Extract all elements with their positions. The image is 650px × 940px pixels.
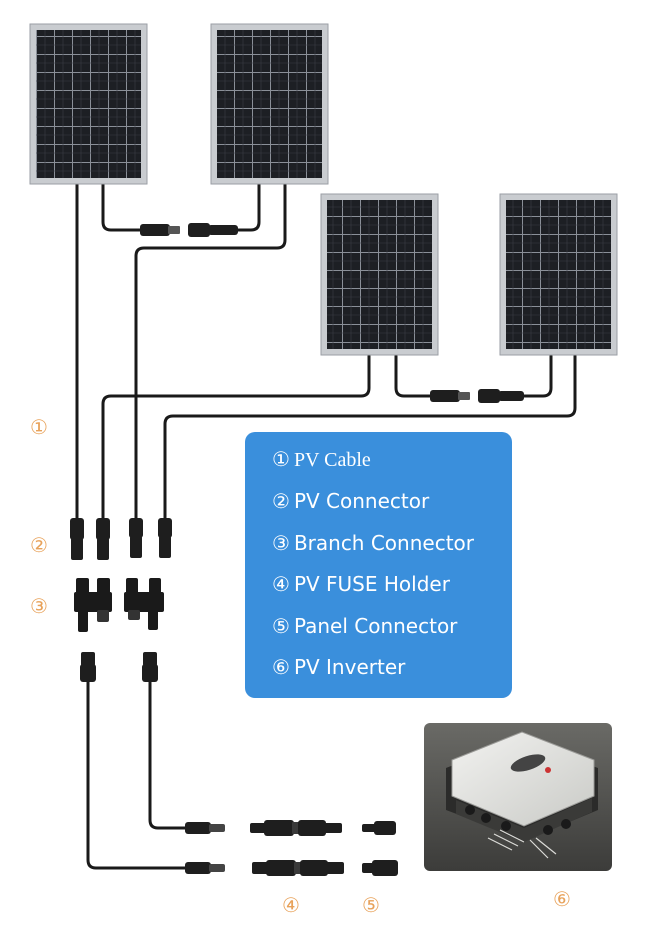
legend-number: ① [272,449,290,471]
pv-cable [86,678,187,870]
callout-fuse-holder: ④ [282,893,300,917]
panel-connector-icon [362,860,398,876]
legend-label: PV Cable [293,449,371,471]
mc4-connector-icon [96,518,110,560]
legend-label: Panel Connector [293,613,458,638]
pv-cable [522,354,553,398]
legend-label: Branch Connector [293,530,474,555]
inverter-icon [424,723,612,871]
pv-cable [236,181,261,232]
solar-panel-3 [320,193,439,356]
branch-connector-icon [74,578,112,632]
pv-cable [148,678,187,830]
branch-connector-icon [124,578,164,630]
mc4-connector-icon [80,652,96,682]
legend-number: ⑤ [272,613,290,638]
mc4-connector-icon [185,862,225,874]
legend-label: PV Connector [293,489,430,514]
callout-inverter: ⑥ [553,887,571,911]
pv-cable [394,354,432,398]
mc4-connector-icon [158,518,172,558]
solar-panel-2 [210,23,329,185]
mc4-connector-icon [185,822,225,834]
callout-branch-connector: ③ [30,594,48,618]
callout-pv-cable: ① [30,415,48,439]
callout-pv-connector: ② [30,533,48,557]
legend-number: ③ [272,530,290,555]
fuse-holder-icon [250,820,342,836]
solar-panel-1 [29,23,148,185]
pv-cable [163,354,577,522]
pv-cable [101,354,371,522]
legend-number: ⑥ [272,654,290,679]
callout-panel-connector: ⑤ [362,893,380,917]
pv-cable [134,181,287,522]
fuse-holder-icon [252,860,344,876]
mc4-connector-icon [70,518,84,560]
mc4-connector-icon [129,518,143,558]
legend-label: PV FUSE Holder [293,572,450,597]
pv-cable [101,181,142,232]
pv-cables [75,181,577,870]
legend-number: ④ [272,572,290,597]
mc4-connector-icon [140,223,238,237]
legend-number: ② [272,489,290,514]
mc4-connector-icon [430,389,524,403]
mc4-connector-icon [142,652,158,682]
legend-label: PV Inverter [293,654,406,679]
pv-connector-row [70,518,172,560]
panel-connector-icon [362,821,396,835]
solar-panel-4 [499,193,618,356]
